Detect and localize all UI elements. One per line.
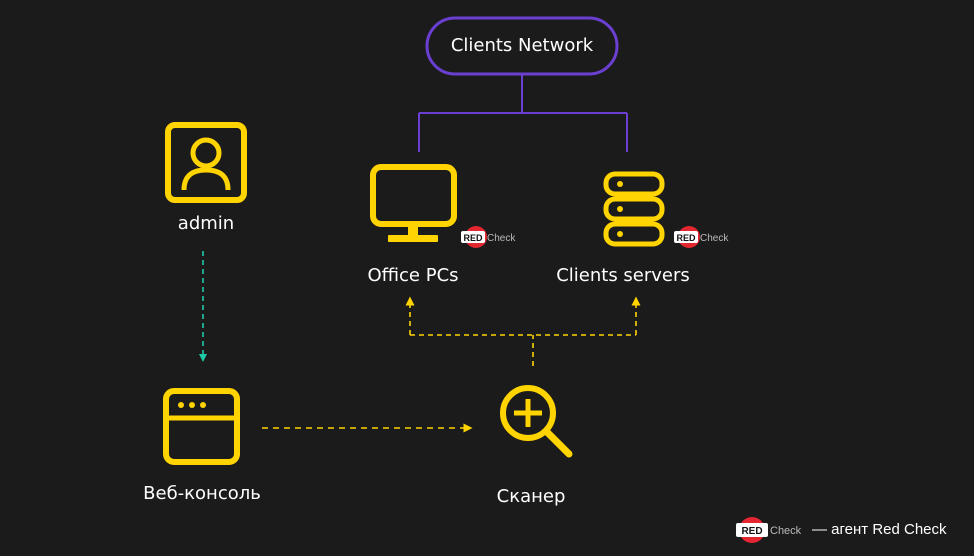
redcheck-badge-check-text: Check [700, 233, 729, 244]
office-pcs-label: Office PCs [367, 265, 459, 286]
scanner-label: Сканер [496, 486, 566, 507]
redcheck-badge-servers: RED Check [674, 226, 729, 248]
legend-text: — агент Red Check [812, 521, 947, 538]
clients-servers-label: Clients servers [556, 265, 690, 286]
legend-redcheck-badge: RED Check [736, 517, 802, 543]
legend-badge-red-text: RED [741, 526, 762, 537]
magnifier-plus-icon [500, 385, 573, 458]
redcheck-badge-red-text: RED [676, 233, 696, 243]
redcheck-badge-check-text: Check [487, 233, 516, 244]
browser-window-icon [163, 388, 240, 465]
clients-network-label: Clients Network [450, 35, 594, 56]
user-icon [165, 122, 247, 203]
scanner-to-targets-connector [405, 296, 641, 366]
redcheck-badge-office: RED Check [461, 226, 516, 248]
redcheck-badge-red-text: RED [463, 233, 483, 243]
server-icon [603, 171, 665, 247]
network-tree-connector [418, 74, 628, 152]
web-console-label: Веб-консоль [143, 483, 261, 504]
monitor-icon [370, 164, 457, 242]
admin-label: admin [177, 213, 235, 234]
legend-badge-check-text: Check [770, 525, 802, 537]
